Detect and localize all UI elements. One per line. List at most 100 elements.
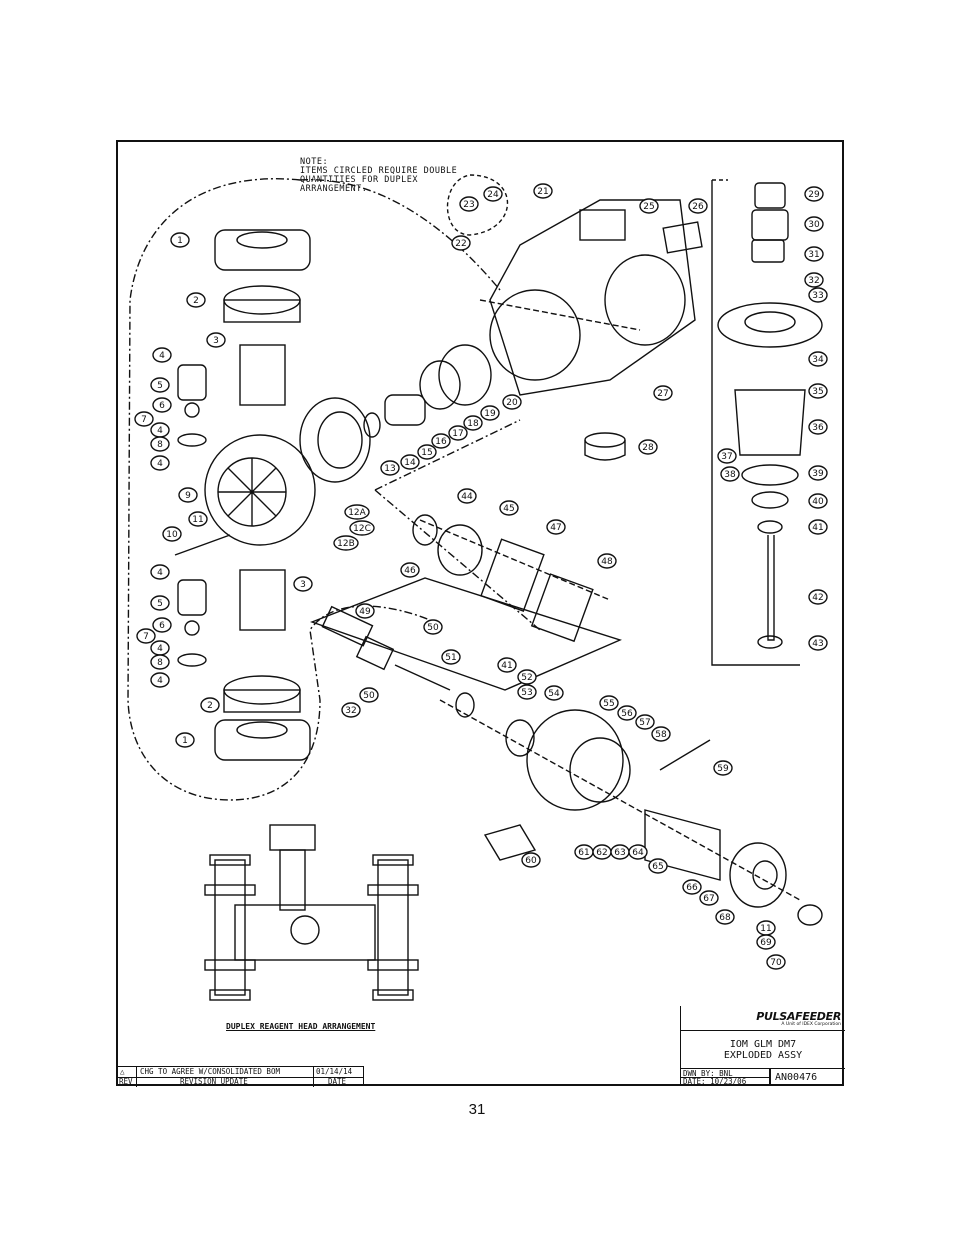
callout-1b: 1 [175, 732, 195, 748]
drawn-by: DWN BY: BNL [683, 1069, 733, 1078]
callout-4: 4 [152, 347, 172, 363]
svg-text:3: 3 [213, 336, 219, 346]
svg-text:41: 41 [812, 523, 823, 533]
callout-40: 40 [808, 493, 828, 509]
svg-text:68: 68 [719, 913, 731, 923]
svg-text:32: 32 [345, 706, 356, 716]
svg-text:47: 47 [550, 523, 561, 533]
callout-19: 19 [480, 405, 500, 421]
company-logo: PULSAFEEDER A Unit of IDEX Corporation [681, 1006, 845, 1031]
svg-text:63: 63 [614, 848, 625, 858]
svg-text:50: 50 [427, 623, 439, 633]
svg-text:5: 5 [157, 381, 163, 391]
revision-description: CHG TO AGREE W/CONSOLIDATED BOM [140, 1067, 280, 1076]
title-block-divider [681, 1077, 769, 1078]
svg-text:26: 26 [692, 202, 704, 212]
callout-4c: 4 [150, 455, 170, 471]
svg-text:58: 58 [655, 730, 667, 740]
svg-text:35: 35 [812, 387, 823, 397]
callout-63: 63 [610, 844, 630, 860]
callout-3: 3 [206, 332, 226, 348]
revision-triangle-icon: △ [120, 1067, 125, 1076]
svg-text:53: 53 [521, 688, 532, 698]
callout-26: 26 [688, 198, 708, 214]
svg-text:50: 50 [363, 691, 375, 701]
svg-text:25: 25 [643, 202, 654, 212]
title-line-2: EXPLODED ASSY [723, 1050, 803, 1061]
svg-text:12B: 12B [337, 539, 355, 549]
callout-50b: 50 [359, 687, 379, 703]
callout-27: 27 [653, 385, 673, 401]
svg-text:59: 59 [717, 764, 729, 774]
drawing-note: NOTE: ITEMS CIRCLED REQUIRE DOUBLE QUANT… [300, 158, 457, 194]
duplex-head-caption: DUPLEX REAGENT HEAD ARRANGEMENT [226, 1022, 376, 1031]
revision-header: REVISION UPDATE [180, 1077, 248, 1086]
svg-text:4: 4 [157, 644, 163, 654]
svg-text:54: 54 [548, 689, 560, 699]
callout-18: 18 [463, 415, 483, 431]
drawing-title: IOM GLM DM7 EXPLODED ASSY [681, 1031, 845, 1069]
svg-text:44: 44 [461, 492, 473, 502]
svg-text:66: 66 [686, 883, 698, 893]
drawn-info: DWN BY: BNL DATE: 10/23/06 [683, 1070, 746, 1086]
svg-text:15: 15 [421, 448, 432, 458]
callout-12c: 12C [349, 520, 375, 536]
svg-text:29: 29 [808, 190, 820, 200]
callout-6b: 6 [152, 617, 172, 633]
callout-1: 1 [170, 232, 190, 248]
callout-5b: 5 [150, 595, 170, 611]
svg-text:12C: 12C [353, 524, 371, 534]
callout-7b: 7 [136, 628, 156, 644]
svg-text:7: 7 [143, 632, 149, 642]
callout-69: 69 [756, 934, 776, 950]
callout-48: 48 [597, 553, 617, 569]
svg-text:8: 8 [157, 658, 163, 668]
callout-70: 70 [766, 954, 786, 970]
callout-36: 36 [808, 419, 828, 435]
callout-51: 51 [441, 649, 461, 665]
title-line-1: IOM GLM DM7 [729, 1039, 797, 1050]
title-block: PULSAFEEDER A Unit of IDEX Corporation I… [680, 1006, 845, 1086]
revision-date: 01/14/14 [316, 1067, 353, 1076]
callout-65: 65 [648, 858, 668, 874]
callout-11b: 11 [756, 920, 776, 936]
svg-text:13: 13 [384, 464, 395, 474]
callout-58: 58 [651, 726, 671, 742]
callout-4e: 4 [150, 640, 170, 656]
callout-41: 41 [808, 519, 828, 535]
callout-56: 56 [617, 705, 637, 721]
svg-text:39: 39 [812, 469, 824, 479]
callout-34: 34 [808, 351, 828, 367]
svg-text:4: 4 [157, 568, 163, 578]
svg-text:65: 65 [652, 862, 663, 872]
svg-text:62: 62 [596, 848, 607, 858]
callout-37: 37 [717, 448, 737, 464]
svg-text:19: 19 [484, 409, 496, 419]
svg-text:67: 67 [703, 894, 714, 904]
svg-text:1: 1 [182, 736, 188, 746]
svg-text:20: 20 [506, 398, 518, 408]
svg-text:48: 48 [601, 557, 613, 567]
revision-row-divider [116, 1076, 364, 1078]
svg-text:33: 33 [812, 291, 823, 301]
callout-35: 35 [808, 383, 828, 399]
svg-text:31: 31 [808, 250, 819, 260]
callout-3b: 3 [293, 576, 313, 592]
svg-text:12A: 12A [348, 508, 366, 518]
callout-9: 9 [178, 487, 198, 503]
callout-10: 10 [162, 526, 182, 542]
svg-text:5: 5 [157, 599, 163, 609]
svg-text:28: 28 [642, 443, 654, 453]
callout-11: 11 [188, 511, 208, 527]
callout-6: 6 [152, 397, 172, 413]
svg-text:30: 30 [808, 220, 820, 230]
callout-5: 5 [150, 377, 170, 393]
svg-text:16: 16 [435, 437, 447, 447]
logo-subtitle: A Unit of IDEX Corporation [781, 1022, 841, 1027]
logo-text: PULSAFEEDER [756, 1010, 841, 1023]
callout-38: 38 [720, 466, 740, 482]
callout-31: 31 [804, 246, 824, 262]
callout-45: 45 [499, 500, 519, 516]
note-line-4: ARRANGEMENT. [300, 184, 368, 194]
